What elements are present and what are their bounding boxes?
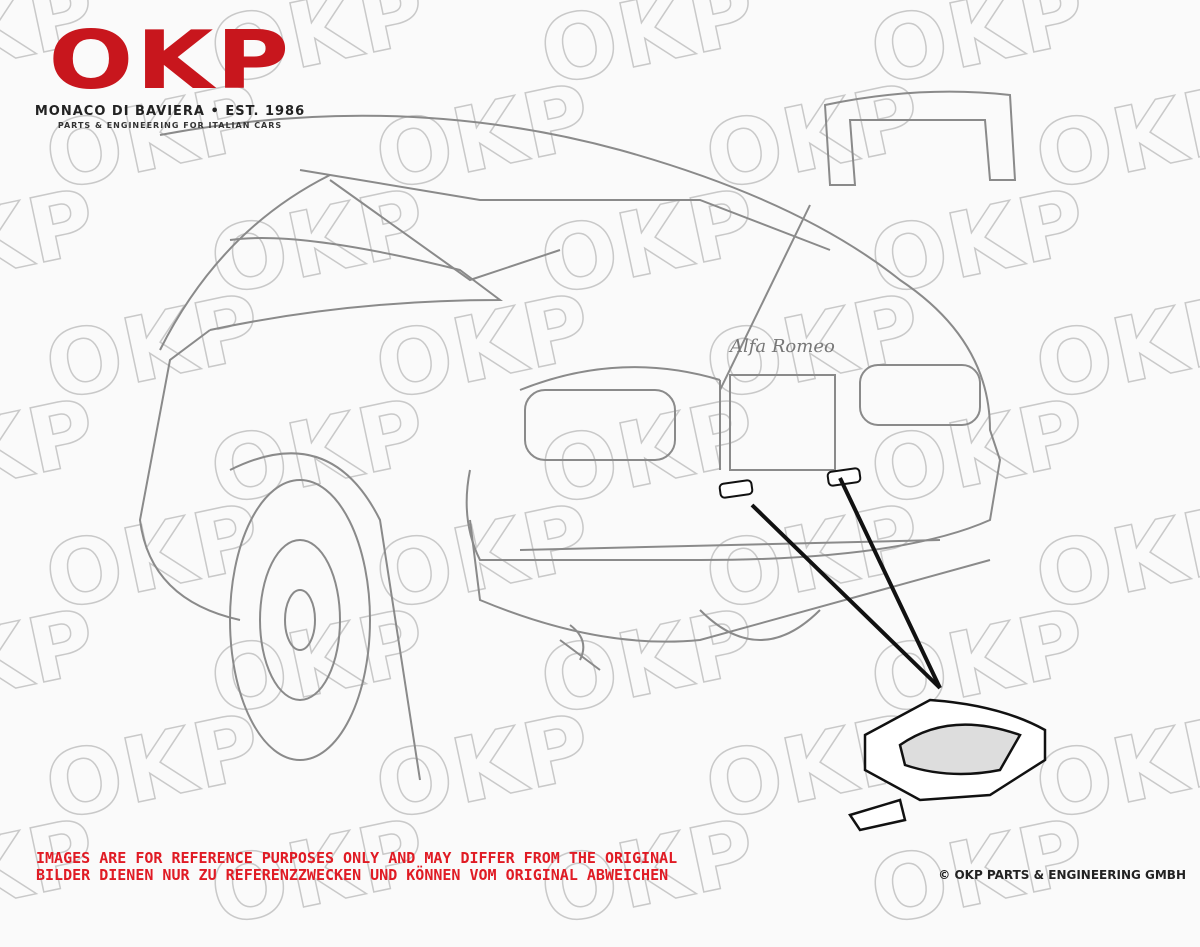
disclaimer-english: IMAGES ARE FOR REFERENCE PURPOSES ONLY A… <box>36 849 678 867</box>
okp-logo: OKP MONACO DI BAVIERA • EST. 1986 PARTS … <box>30 21 310 131</box>
pointer-arrows <box>750 477 942 690</box>
parts-diagram: Alfa Romeo <box>138 90 1047 832</box>
disclaimer-german: BILDER DIENEN NUR ZU REFERENZZWECKEN UND… <box>36 866 669 884</box>
disclaimer: IMAGES ARE FOR REFERENCE PURPOSES ONLY A… <box>36 850 677 884</box>
logo-mark: OKP <box>48 14 292 107</box>
logo-tagline: MONACO DI BAVIERA • EST. 1986 <box>34 104 306 119</box>
license-plate-light-part <box>848 698 1047 832</box>
alfa-romeo-badge: Alfa Romeo <box>728 336 835 357</box>
copyright-notice: © OKP PARTS & ENGINEERING GMBH <box>938 868 1186 882</box>
car-rear-outline <box>138 90 1017 781</box>
number-plate-lights <box>718 467 862 499</box>
logo-subtitle: PARTS & ENGINEERING FOR ITALIAN CARS <box>57 121 283 130</box>
